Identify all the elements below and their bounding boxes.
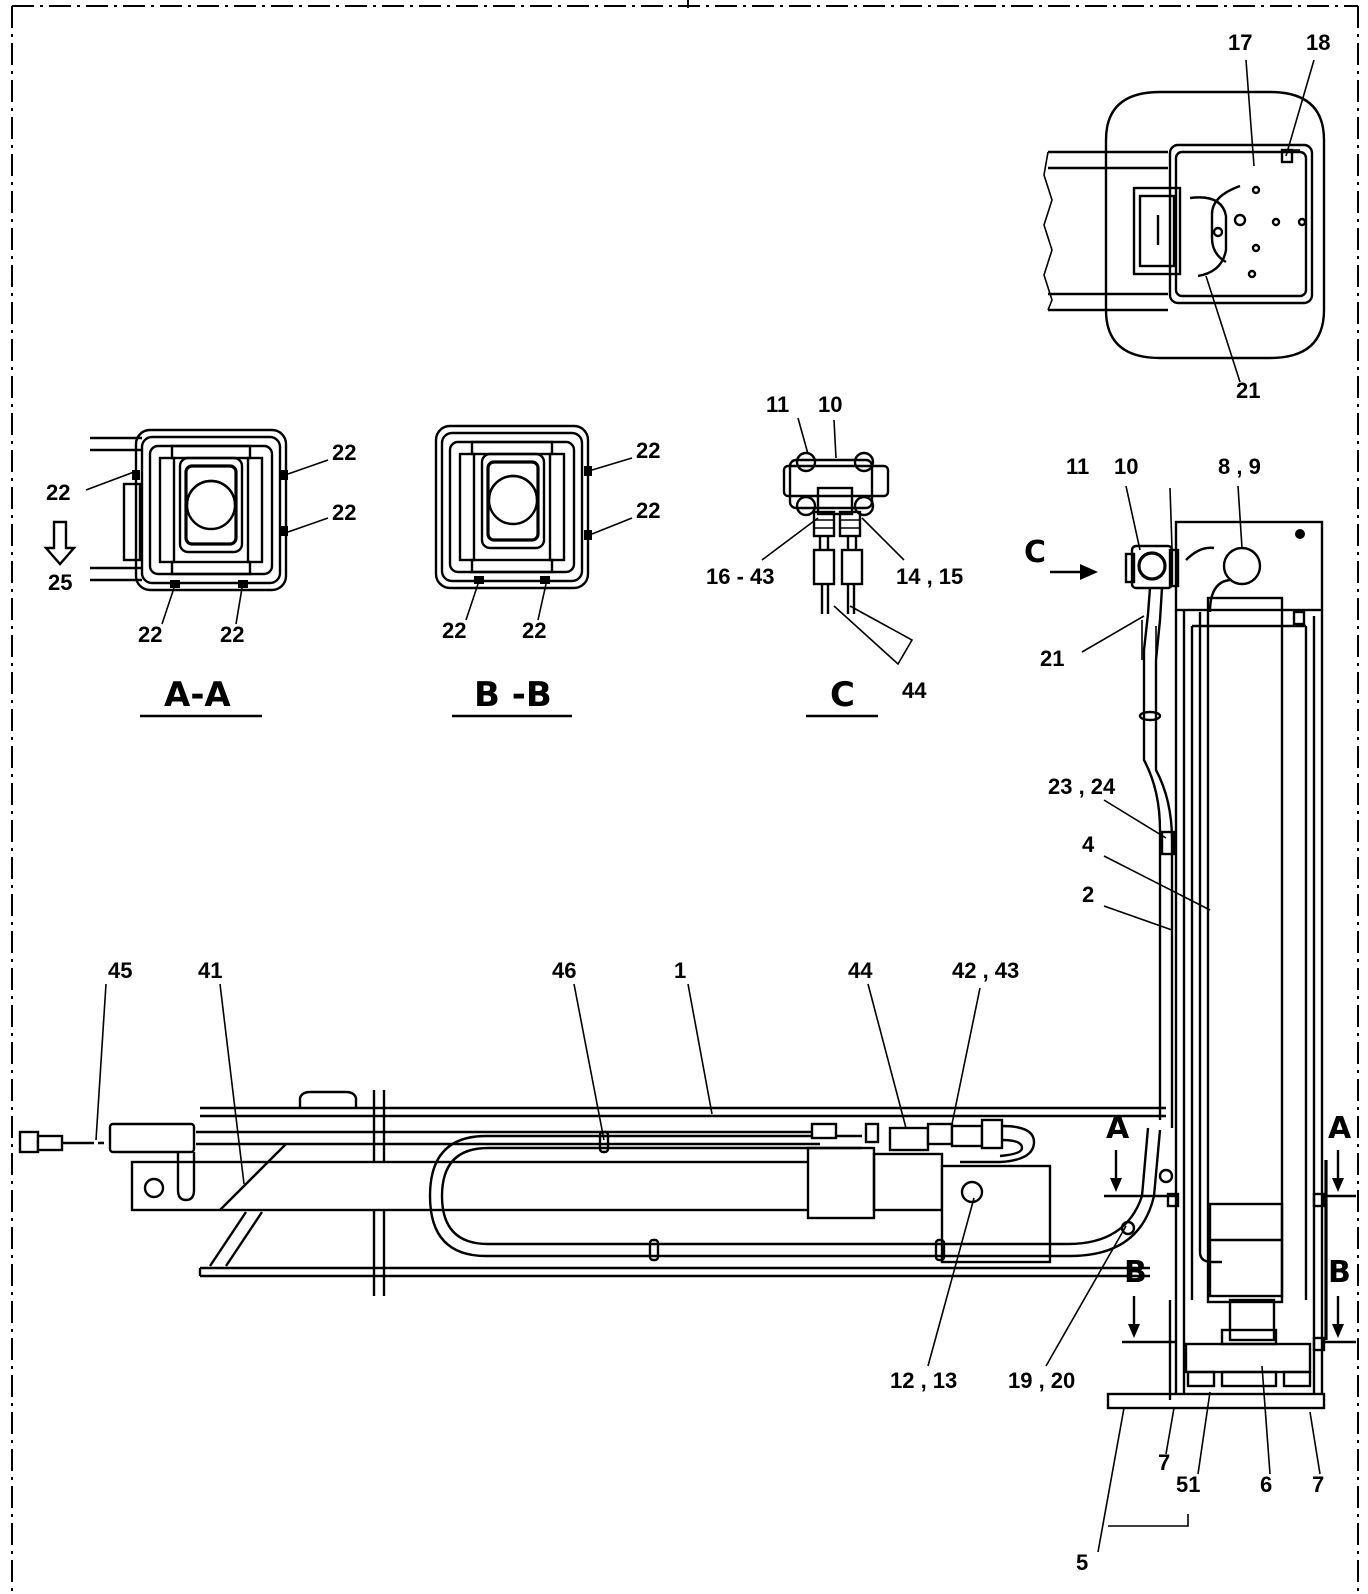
callout-22-bb-bottom-left: 22: [442, 618, 466, 643]
section-marker-b-left: B: [1124, 1255, 1147, 1290]
callout-22-aa-bottom-left: 22: [138, 622, 162, 647]
callout-22-aa-upper: 22: [332, 440, 356, 465]
callout-44-c: 44: [902, 678, 927, 703]
callout-19-20-boom: 19 , 20: [1008, 1368, 1075, 1393]
callout-12-13-boom: 12 , 13: [890, 1368, 957, 1393]
column-assembly: C 11 10 8 , 9 21 23 , 24 4 2 7 51 6 7 5 …: [1024, 454, 1356, 1575]
callout-4-column: 4: [1082, 832, 1095, 857]
section-marker-a-right: A: [1328, 1111, 1352, 1146]
callout-51-column: 51: [1176, 1472, 1200, 1497]
callout-22-aa-right: 22: [332, 500, 356, 525]
callout-46-boom: 46: [552, 958, 576, 983]
callout-6-column: 6: [1260, 1472, 1272, 1497]
callout-10-column: 10: [1114, 454, 1138, 479]
callout-5-column: 5: [1076, 1550, 1088, 1575]
section-title-aa: A-A: [164, 675, 231, 715]
callout-16-43-c: 16 - 43: [706, 564, 775, 589]
section-bb-view: 22 22 22 22 B -B: [434, 424, 660, 718]
callout-25-aa: 25: [48, 570, 72, 595]
callout-21-top: 21: [1236, 378, 1260, 403]
section-marker-b-right: B: [1328, 1255, 1351, 1290]
callout-14-15-c: 14 , 15: [896, 564, 963, 589]
callout-41-boom: 41: [198, 958, 222, 983]
callout-11-column: 11: [1066, 454, 1089, 479]
callout-22-bb-bottom-right: 22: [522, 618, 546, 643]
callout-17-top: 17: [1228, 30, 1252, 55]
view-arrow-c: C: [1024, 535, 1046, 570]
callout-22-aa-bottom-right: 22: [220, 622, 244, 647]
top-view-detail: 17 18 21: [1043, 30, 1330, 403]
callout-22-bb-right: 22: [636, 498, 660, 523]
callout-1-boom: 1: [674, 958, 686, 983]
callout-22-aa-left: 22: [46, 480, 70, 505]
callout-42-43-boom: 42 , 43: [952, 958, 1019, 983]
view-c-detail: 11 10 16 - 43 14 , 15 44 C: [706, 392, 963, 718]
callout-11-c: 11: [766, 392, 789, 417]
section-title-c: C: [830, 675, 855, 715]
section-aa-view: 22 22 22 25 22 22 A-A: [43, 428, 356, 718]
callout-23-24-column: 23 , 24: [1048, 774, 1116, 799]
callout-21-column: 21: [1040, 646, 1064, 671]
callout-8-9-column: 8 , 9: [1218, 454, 1261, 479]
callout-7-column-left: 7: [1158, 1450, 1170, 1475]
drawing-frame: [11, 0, 1359, 1594]
callout-18-top: 18: [1306, 30, 1330, 55]
callout-2-column: 2: [1082, 882, 1094, 907]
callout-7-column-right: 7: [1312, 1472, 1324, 1497]
section-title-bb: B -B: [474, 675, 552, 715]
callout-45-boom: 45: [108, 958, 132, 983]
callout-10-c: 10: [818, 392, 842, 417]
boom-assembly: 45 41 46 1 44 42 , 43 12 , 13 19 , 20: [18, 958, 1174, 1393]
callout-22-bb-upper: 22: [636, 438, 660, 463]
callout-44-boom: 44: [848, 958, 873, 983]
